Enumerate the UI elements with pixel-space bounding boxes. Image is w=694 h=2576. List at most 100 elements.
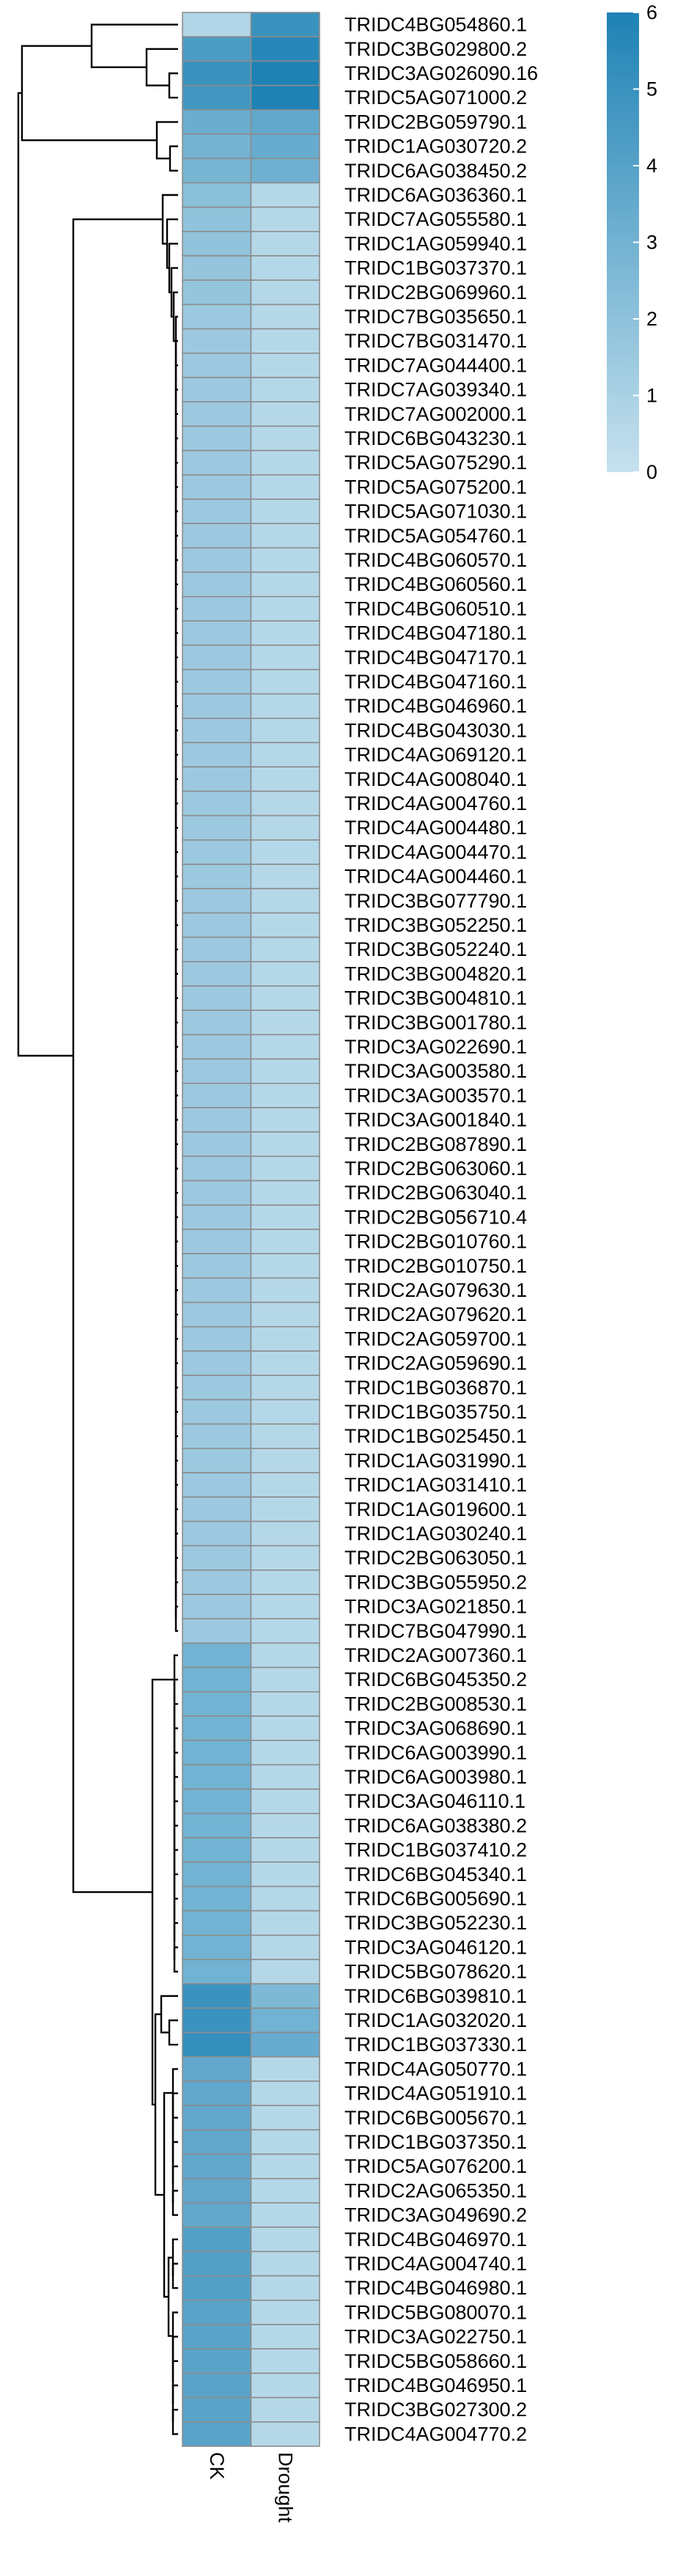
row-label: TRIDC6BG045340.1	[344, 1863, 527, 1885]
heatmap-cell-drought	[250, 693, 320, 719]
heatmap-cell-ck	[182, 839, 252, 865]
heatmap-cell-drought	[250, 1813, 320, 1839]
heatmap-cell-ck	[182, 1618, 252, 1644]
heatmap-cell-drought	[250, 1520, 320, 1547]
row-label: TRIDC3BG027300.2	[344, 2399, 527, 2421]
heatmap-cell-drought	[250, 2348, 320, 2374]
dendrogram-branch	[171, 2238, 178, 2276]
heatmap-cell-drought	[250, 2300, 320, 2325]
row-label: TRIDC7AG055580.1	[344, 208, 527, 230]
heatmap-cell-drought	[250, 595, 320, 622]
heatmap-cell-drought	[250, 1545, 320, 1571]
heatmap-cell-ck	[182, 1448, 252, 1473]
row-label: TRIDC3BG001780.1	[344, 1012, 527, 1034]
row-label: TRIDC1BG037410.2	[344, 1839, 527, 1861]
heatmap-cell-drought	[250, 2226, 320, 2253]
row-label: TRIDC1BG037370.1	[344, 257, 527, 279]
heatmap-cell-ck	[182, 2372, 252, 2399]
heatmap-cell-drought	[250, 717, 320, 743]
dendrogram-branch	[154, 2013, 164, 2196]
row-label: TRIDC2BG056710.4	[344, 1206, 527, 1228]
row-label: TRIDC4BG054860.1	[344, 14, 527, 36]
heatmap-cell-drought	[250, 206, 320, 232]
row-label: TRIDC7AG044400.1	[344, 354, 527, 376]
row-label: TRIDC2BG059790.1	[344, 111, 527, 133]
heatmap-cell-drought	[250, 449, 320, 476]
heatmap-cell-drought	[250, 377, 320, 403]
row-label: TRIDC1BG037350.1	[344, 2131, 527, 2153]
heatmap-cell-ck	[182, 1642, 252, 1668]
heatmap-cell-drought	[250, 133, 320, 160]
heatmap-cell-drought	[250, 1058, 320, 1084]
heatmap-cell-ck	[182, 2421, 252, 2447]
heatmap-cell-ck	[182, 2031, 252, 2058]
heatmap-cell-ck	[182, 1983, 252, 2009]
heatmap-cell-drought	[250, 2153, 320, 2179]
heatmap-cell-drought	[250, 1277, 320, 1303]
heatmap-cell-drought	[250, 1837, 320, 1863]
heatmap-cell-drought	[250, 1399, 320, 1425]
heatmap-cell-drought	[250, 1034, 320, 1060]
row-label: TRIDC2BG063060.1	[344, 1158, 527, 1180]
dendrogram-branch	[169, 145, 178, 172]
heatmap-cell-drought	[250, 1618, 320, 1644]
heatmap-cell-ck	[182, 230, 252, 257]
heatmap-cell-ck	[182, 328, 252, 354]
row-label: TRIDC5AG076200.1	[344, 2155, 527, 2177]
heatmap-cell-ck	[182, 2080, 252, 2107]
heatmap-cell-drought	[250, 2178, 320, 2204]
heatmap-cell-ck	[182, 936, 252, 963]
heatmap-cell-ck	[182, 1277, 252, 1303]
heatmap-cell-drought	[250, 498, 320, 525]
heatmap-cell-drought	[250, 1594, 320, 1620]
row-label: TRIDC1AG032020.1	[344, 2009, 527, 2031]
row-label: TRIDC2AG007360.1	[344, 1644, 527, 1666]
heatmap-cell-drought	[250, 1959, 320, 1985]
dendrogram-branch	[171, 2068, 178, 2117]
heatmap-cell-drought	[250, 2396, 320, 2423]
column-label-drought: Drought	[274, 2452, 296, 2523]
row-label: TRIDC6BG043230.1	[344, 427, 527, 449]
heatmap-cell-ck	[182, 1009, 252, 1036]
row-label: TRIDC6BG005690.1	[344, 1888, 527, 1910]
heatmap-cell-drought	[250, 1691, 320, 1717]
row-label: TRIDC3AG003580.1	[344, 1060, 527, 1082]
heatmap-cell-ck	[182, 84, 252, 111]
heatmap-cell-ck	[182, 1885, 252, 1912]
heatmap-cell-drought	[250, 84, 320, 111]
heatmap-cell-ck	[182, 109, 252, 135]
heatmap-cell-drought	[250, 961, 320, 987]
row-label: TRIDC2AG059700.1	[344, 1328, 527, 1350]
heatmap-cell-ck	[182, 2007, 252, 2034]
heatmap-cell-drought	[250, 2324, 320, 2350]
row-label: TRIDC1BG035750.1	[344, 1401, 527, 1423]
row-label: TRIDC3BG055950.2	[344, 1571, 527, 1593]
heatmap-cell-drought	[250, 352, 320, 378]
row-label: TRIDC4AG008040.1	[344, 768, 527, 790]
heatmap-cell-drought	[250, 2202, 320, 2229]
heatmap-cell-drought	[250, 1229, 320, 1255]
row-label: TRIDC1AG031410.1	[344, 1474, 527, 1496]
heatmap-cell-drought	[250, 888, 320, 914]
row-label: TRIDC7BG035650.1	[344, 306, 527, 328]
heatmap-cell-ck	[182, 547, 252, 573]
heatmap-cells	[182, 12, 320, 2447]
row-label: TRIDC2BG010750.1	[344, 1255, 527, 1277]
row-label: TRIDC4BG060570.1	[344, 549, 527, 571]
heatmap-cell-drought	[250, 1253, 320, 1279]
row-label: TRIDC3BG052250.1	[344, 914, 527, 936]
row-label: TRIDC2AG059690.1	[344, 1353, 527, 1375]
heatmap-cell-drought	[250, 474, 320, 500]
heatmap-cell-ck	[182, 133, 252, 160]
row-label: TRIDC2BG069960.1	[344, 281, 527, 303]
heatmap-cell-ck	[182, 1204, 252, 1230]
heatmap-cell-drought	[250, 2031, 320, 2058]
heatmap-cell-ck	[182, 2396, 252, 2423]
heatmap-cell-drought	[250, 109, 320, 135]
heatmap-cell-drought	[250, 814, 320, 841]
heatmap-cell-drought	[250, 279, 320, 306]
row-label: TRIDC5AG075290.1	[344, 452, 527, 474]
row-label: TRIDC6BG005670.1	[344, 2107, 527, 2129]
row-label: TRIDC4AG004740.1	[344, 2253, 527, 2275]
